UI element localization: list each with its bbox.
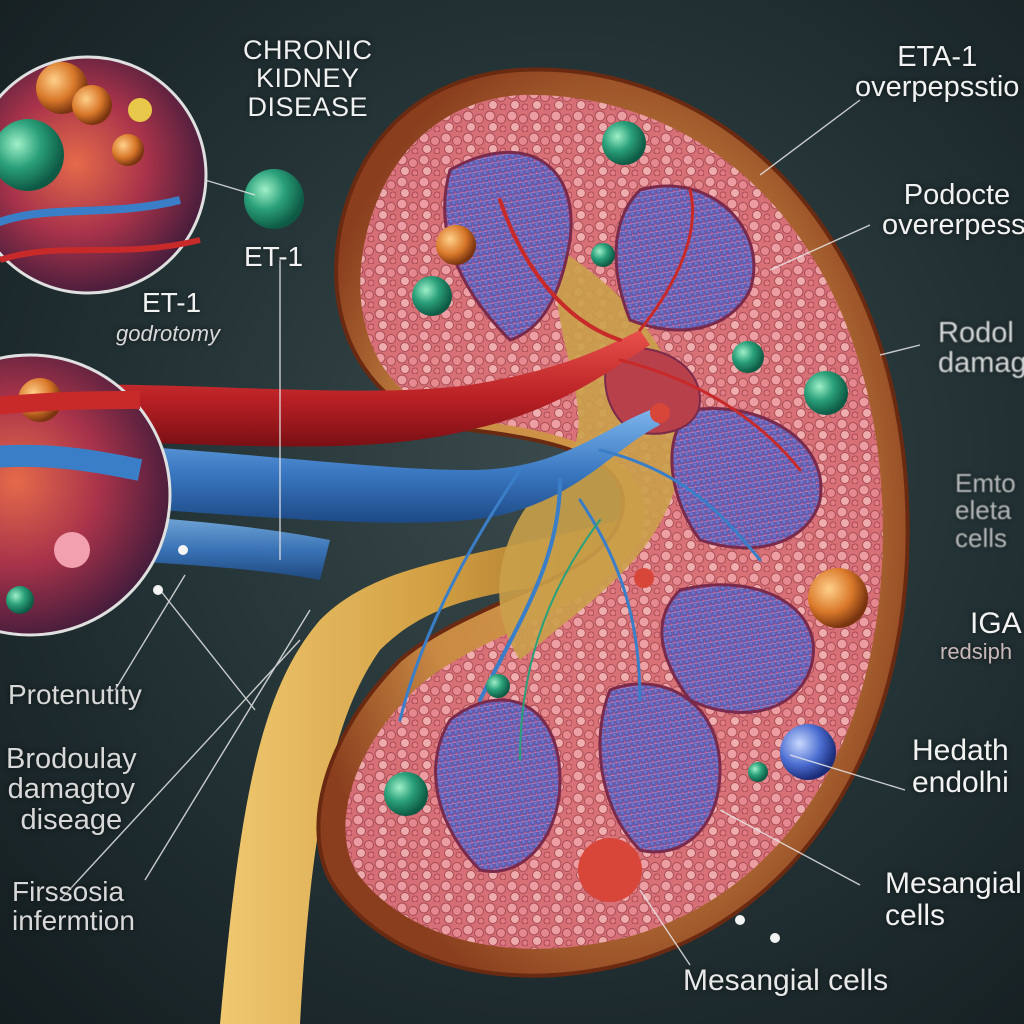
inset-magnified-left: [0, 353, 172, 637]
renal-pyramids: [434, 150, 823, 873]
label-podocyte-damage: Rodol damag: [938, 318, 1024, 379]
leader-lines: [59, 99, 921, 966]
label-brod-line1: Brodoulay: [6, 743, 137, 775]
vessel-branches: [398, 188, 802, 761]
label-et1-left: ET-1: [142, 287, 202, 318]
label-iga: IGA redsiph: [940, 608, 1022, 663]
label-brod-line2: damagtoy: [7, 773, 135, 806]
label-podo-damage-line2: damag: [938, 347, 1024, 380]
label-mesangial-right-line1: Mesangial: [885, 867, 1022, 900]
orange-particles: [436, 225, 868, 902]
label-fibrosis-line2: infermtion: [12, 905, 135, 937]
label-eta1-line2: overpepsstio: [855, 71, 1020, 104]
label-fibrosis-line1: Firssosia: [12, 876, 125, 907]
label-hedath-line1: Hedath: [912, 734, 1009, 767]
label-iga-line1: IGA: [970, 607, 1022, 640]
label-endo-line2: eleta: [955, 495, 1012, 526]
label-et1-top: ET-1: [244, 241, 304, 272]
label-mesangial-right-line2: cells: [885, 898, 946, 932]
label-chronic-kidney-disease: CHRONIC KIDNEY DISEASE: [243, 36, 373, 121]
green-particles: [244, 121, 848, 816]
label-podocyte-overexpression: Podocte overerpessi: [882, 180, 1024, 241]
blue-particle: [780, 724, 836, 780]
label-iga-line2: redsiph: [940, 638, 1013, 664]
label-hedath: Hedath endolhi: [912, 735, 1009, 798]
label-gonotomy: godrotomy: [116, 321, 220, 346]
label-mesangial-bottom: Mesangial cells: [683, 964, 889, 997]
label-podoc-line2: overerpessi: [882, 209, 1024, 242]
label-endothelial-cells: Emto eleta cells: [955, 468, 1016, 553]
label-podo-damage-line1: Rodol: [938, 317, 1014, 349]
inset-magnified-top: [0, 55, 208, 295]
label-brod-line3: diseage: [20, 803, 123, 836]
label-brodoulay: Brodoulay damagtoy diseage: [6, 743, 137, 836]
label-hedath-line2: endolhi: [912, 765, 1009, 799]
renal-artery: [0, 330, 650, 447]
label-fibrosis: Firssosia infermtion: [12, 877, 135, 936]
label-podoc-line1: Podocte: [903, 179, 1011, 211]
label-proteinuria: Protenutity: [8, 679, 142, 710]
ureter: [220, 520, 640, 1024]
label-ckd-line2: KIDNEY: [255, 63, 360, 94]
label-ckd-line1: CHRONIC: [243, 35, 373, 65]
markers: [153, 545, 780, 943]
label-eta1-line1: ETA-1: [897, 41, 978, 73]
label-eta1-overexpression: ETA-1 overpepsstio: [855, 42, 1019, 103]
label-ckd-line3: DISEASE: [247, 91, 369, 122]
label-mesangial-right: Mesangial cells: [885, 868, 1022, 931]
label-endo-line3: cells: [955, 522, 1008, 553]
label-endo-line1: Emto: [955, 468, 1016, 498]
